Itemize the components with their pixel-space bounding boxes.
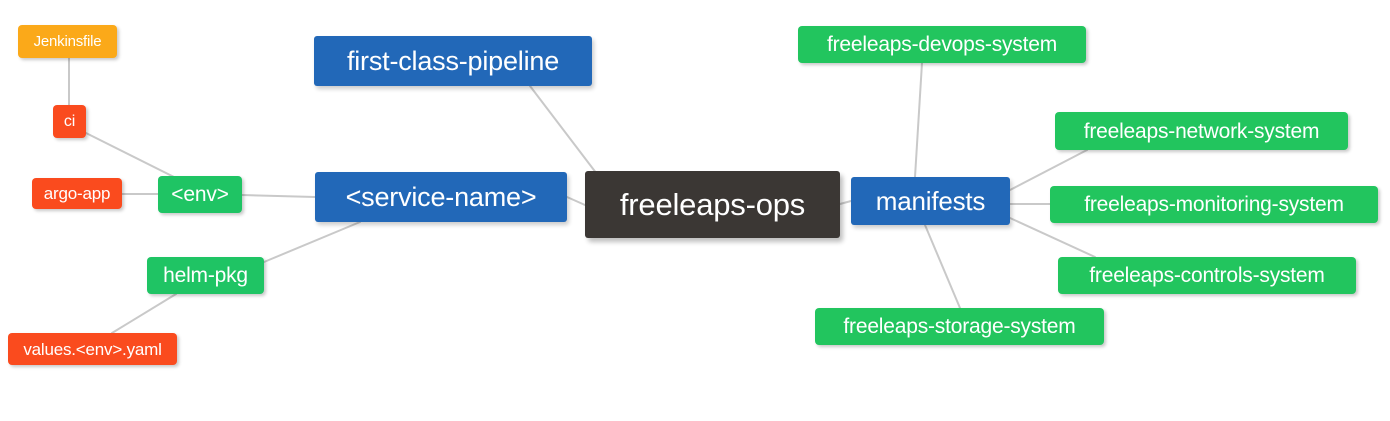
mindmap-node-jenkinsfile[interactable]: Jenkinsfile xyxy=(18,25,117,58)
edge-freeleaps-ops-to-manifests xyxy=(839,200,852,205)
edge-freeleaps-ops-to-service-name xyxy=(566,196,586,206)
edge-helm-pkg-to-values-env-yaml xyxy=(111,293,177,334)
mindmap-node-values-env-yaml[interactable]: values.<env>.yaml xyxy=(8,333,177,365)
mindmap-node-freeleaps-devops-system[interactable]: freeleaps-devops-system xyxy=(798,26,1086,63)
mindmap-node-env[interactable]: <env> xyxy=(158,176,242,213)
mindmap-node-freeleaps-network-system[interactable]: freeleaps-network-system xyxy=(1055,112,1348,150)
edge-manifests-to-freeleaps-devops-system xyxy=(914,62,923,178)
edge-manifests-to-freeleaps-storage-system xyxy=(924,224,961,309)
mindmap-node-service-name[interactable]: <service-name> xyxy=(315,172,567,222)
edge-manifests-to-freeleaps-network-system xyxy=(1009,149,1088,191)
mindmap-node-first-class-pipeline[interactable]: first-class-pipeline xyxy=(314,36,592,86)
edge-manifests-to-freeleaps-controls-system xyxy=(1009,217,1096,258)
mindmap-node-argo-app[interactable]: argo-app xyxy=(32,178,122,209)
mindmap-node-freeleaps-ops[interactable]: freeleaps-ops xyxy=(585,171,840,238)
mindmap-node-manifests[interactable]: manifests xyxy=(851,177,1010,225)
edge-service-name-to-helm-pkg xyxy=(263,221,361,263)
mindmap-node-helm-pkg[interactable]: helm-pkg xyxy=(147,257,264,294)
mindmap-node-freeleaps-monitoring-system[interactable]: freeleaps-monitoring-system xyxy=(1050,186,1378,223)
edge-service-name-to-env xyxy=(241,194,316,198)
mindmap-node-ci[interactable]: ci xyxy=(53,105,86,138)
mindmap-node-freeleaps-storage-system[interactable]: freeleaps-storage-system xyxy=(815,308,1104,345)
edge-freeleaps-ops-to-first-class-pipeline xyxy=(529,85,601,179)
mindmap-node-freeleaps-controls-system[interactable]: freeleaps-controls-system xyxy=(1058,257,1356,294)
